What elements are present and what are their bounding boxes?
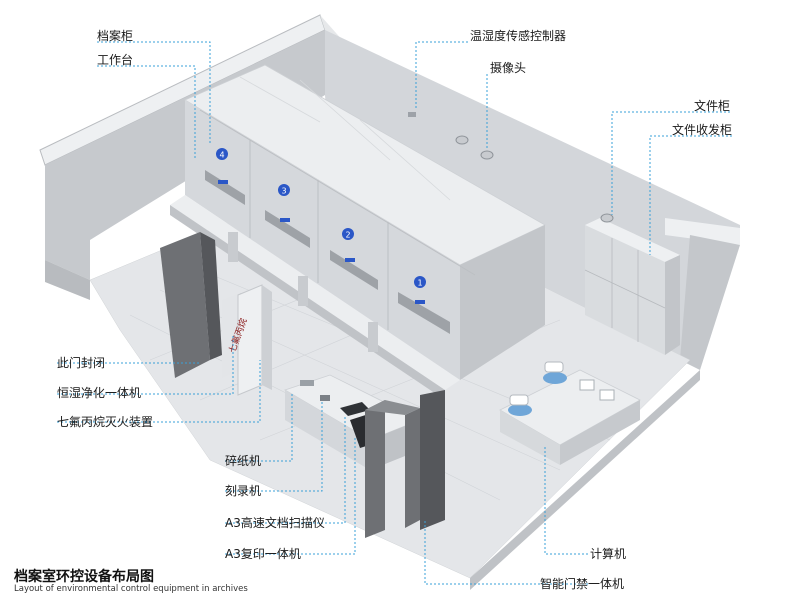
label-a3-copier: A3复印一体机 [225,547,301,561]
ceiling-devices [408,112,614,223]
chair-1 [508,394,532,416]
label-shredder: 碎纸机 [225,454,262,468]
label-camera: 摄像头 [490,61,527,75]
diagram-title: 档案室环控设备布局图 [14,569,154,585]
label-humidity-controller: 温湿度传感控制器 [470,29,567,43]
cabinet-badge-3: 3 [278,184,290,196]
file-cabinet [584,218,680,355]
cabinet-badge-4: 4 [216,148,228,160]
monitor-2 [599,389,615,401]
leader-lines [57,41,732,585]
workbench [170,195,460,400]
label-fire-extinguisher: 七氟丙烷灭火装置 [57,415,154,429]
disc-burner-device [320,395,330,401]
cabinet-badge-1: 1 [414,276,426,288]
closed-door [160,232,222,378]
chair-2 [543,361,567,384]
archive-cabinet-block [184,64,546,380]
label-computer: 计算机 [590,547,627,561]
label-a3-scanner: A3高速文档扫描仪 [225,516,325,530]
cabinet-badges: 4 3 2 1 [216,148,426,288]
svg-text:3: 3 [281,187,286,196]
label-closed-door: 此门封闭 [57,356,106,370]
humidity-sensor [408,112,416,117]
label-file-storage-cabinet: 文件收发柜 [672,123,733,137]
label-disc-burner: 刻录机 [225,484,262,498]
scanner-device [340,402,370,416]
shredder-device [300,380,314,386]
label-workbench: 工作台 [97,53,134,67]
camera-3 [600,213,614,223]
label-archive-cabinet: 档案柜 [97,29,134,43]
label-file-cabinet: 文件柜 [694,99,731,113]
svg-text:1: 1 [417,279,422,288]
diagram-subtitle: Layout of environmental control equipmen… [14,584,248,594]
label-access-control: 智能门禁一体机 [540,577,625,591]
monitor-1 [579,379,595,391]
camera-2 [480,150,494,160]
access-gate [365,390,445,538]
label-purifier: 恒湿净化一体机 [57,386,142,400]
svg-text:2: 2 [345,231,350,240]
svg-text:4: 4 [219,151,224,160]
camera-1 [455,135,469,145]
cabinet-badge-2: 2 [342,228,354,240]
